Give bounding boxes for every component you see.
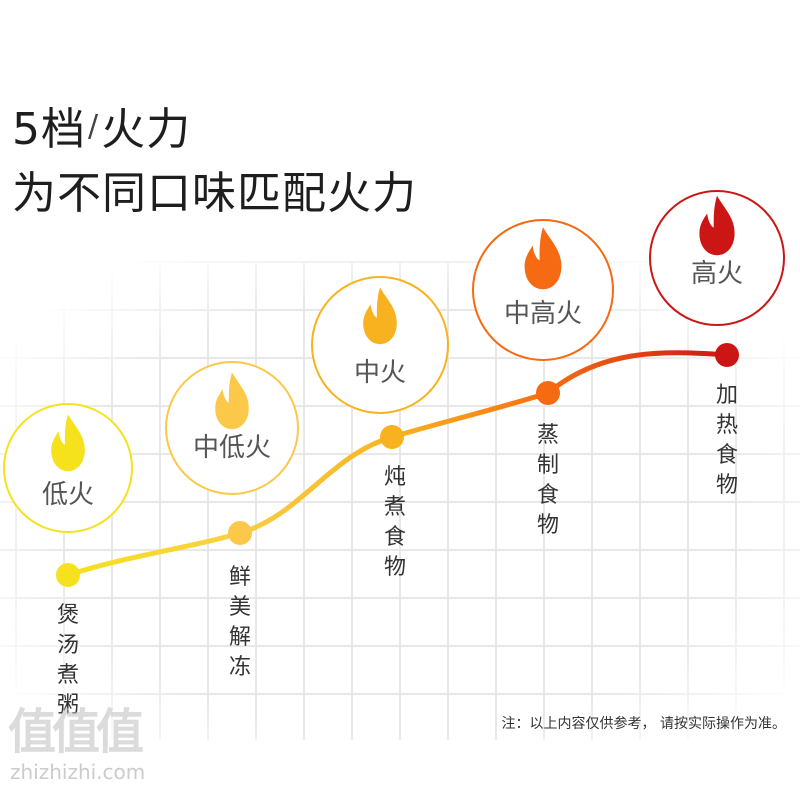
level-badge-circle	[649, 190, 785, 326]
level-label: 低火	[42, 480, 94, 510]
level-food-label: 炖煮食物	[384, 465, 406, 580]
level-food-label: 加热食物	[716, 383, 738, 498]
level-label: 中高火	[504, 299, 582, 329]
level-food-label: 鲜美解冻	[229, 565, 251, 680]
disclaimer-note: 注：以上内容仅供参考， 请按实际操作为准。	[501, 716, 786, 732]
level-dot	[536, 381, 560, 405]
level-label: 高火	[691, 259, 743, 289]
title-gears: 5档	[12, 104, 86, 155]
level-label: 中低火	[193, 433, 271, 463]
title-power: 火力	[101, 104, 192, 155]
level-dot	[715, 343, 739, 367]
level-dot	[380, 425, 404, 449]
watermark-text: zhizhizhi.com	[10, 760, 146, 784]
level-dot	[228, 521, 252, 545]
level-food-label: 蒸制食物	[537, 423, 559, 538]
watermark-logo: 值值值	[8, 704, 144, 760]
level-food-label: 煲汤煮粥	[57, 603, 79, 718]
level-dot	[56, 563, 80, 587]
title-line-2: 为不同口味匹配火力	[12, 168, 417, 219]
level-label: 中火	[354, 358, 406, 388]
title-line-1: 5档/火力	[12, 108, 191, 152]
level-badge-circle	[472, 219, 614, 361]
level-badge-circle	[311, 276, 449, 414]
title-separator: /	[88, 109, 100, 144]
